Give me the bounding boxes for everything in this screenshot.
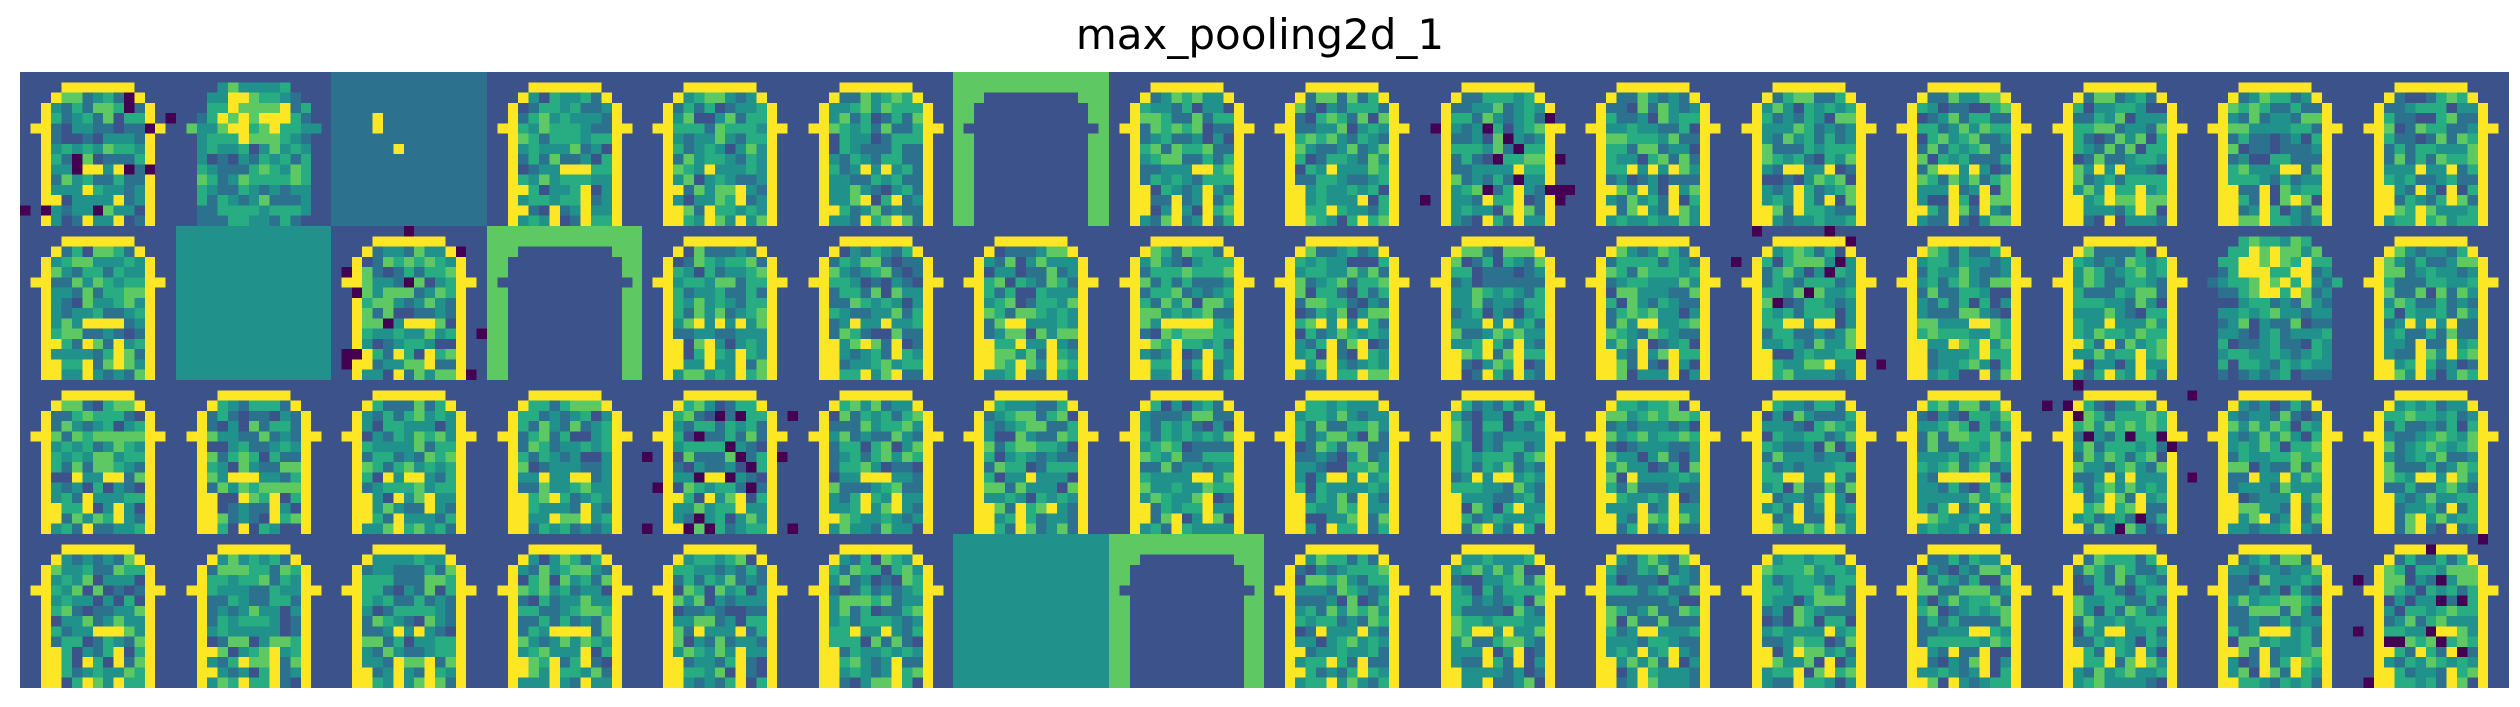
feature-map-tile: [953, 226, 1110, 381]
feature-map-tile: [2352, 72, 2509, 227]
feature-map-tile: [797, 380, 954, 535]
feature-map-tile: [2041, 380, 2198, 535]
feature-map-tile: [486, 72, 643, 227]
feature-map-tile: [331, 534, 488, 689]
feature-map-tile: [20, 380, 177, 535]
feature-map-tile: [1419, 226, 1576, 381]
feature-map-tile: [953, 72, 1110, 227]
feature-map-tile: [1108, 380, 1265, 535]
feature-map-tile: [1264, 380, 1421, 535]
feature-map-tile: [486, 226, 643, 381]
feature-map-tile: [175, 534, 332, 689]
feature-map-tile: [642, 226, 799, 381]
feature-map-tile: [642, 380, 799, 535]
feature-map-tile: [797, 534, 954, 689]
feature-map-grid: [20, 72, 2509, 689]
feature-map-tile: [1419, 380, 1576, 535]
feature-map-tile: [1575, 380, 1732, 535]
chart-title: max_pooling2d_1: [1075, 10, 1445, 59]
feature-map-tile: [1108, 226, 1265, 381]
feature-map-tile: [20, 534, 177, 689]
feature-map-tile: [953, 534, 1110, 689]
feature-map-tile: [331, 380, 488, 535]
feature-map-tile: [331, 72, 488, 227]
feature-map-tile: [797, 72, 954, 227]
feature-map-tile: [1575, 72, 1732, 227]
feature-map-tile: [1730, 226, 1887, 381]
feature-map-tile: [2041, 226, 2198, 381]
feature-map-tile: [2197, 72, 2354, 227]
feature-map-tile: [20, 72, 177, 227]
feature-map-tile: [175, 226, 332, 381]
feature-map-tile: [1108, 534, 1265, 689]
feature-map-tile: [1886, 380, 2043, 535]
feature-map-tile: [2197, 380, 2354, 535]
feature-map-tile: [2352, 226, 2509, 381]
feature-map-tile: [1264, 226, 1421, 381]
feature-map-tile: [331, 226, 488, 381]
feature-map-tile: [486, 380, 643, 535]
feature-map-tile: [1419, 72, 1576, 227]
feature-map-tile: [642, 534, 799, 689]
feature-map-tile: [1108, 72, 1265, 227]
feature-map-tile: [2352, 380, 2509, 535]
feature-map-tile: [642, 72, 799, 227]
feature-map-tile: [1886, 72, 2043, 227]
feature-map-tile: [1575, 534, 1732, 689]
feature-map-tile: [2197, 534, 2354, 689]
feature-map-tile: [1575, 226, 1732, 381]
feature-map-tile: [2041, 534, 2198, 689]
feature-map-tile: [1419, 534, 1576, 689]
feature-map-tile: [1264, 534, 1421, 689]
feature-map-tile: [1730, 72, 1887, 227]
feature-map-tile: [1886, 534, 2043, 689]
feature-map-tile: [2352, 534, 2509, 689]
feature-map-tile: [2041, 72, 2198, 227]
feature-map-tile: [175, 72, 332, 227]
feature-map-tile: [175, 380, 332, 535]
feature-map-tile: [953, 380, 1110, 535]
feature-map-tile: [1730, 534, 1887, 689]
feature-map-tile: [20, 226, 177, 381]
feature-map-tile: [1264, 72, 1421, 227]
feature-map-tile: [797, 226, 954, 381]
feature-map-tile: [1730, 380, 1887, 535]
feature-map-tile: [486, 534, 643, 689]
feature-map-tile: [2197, 226, 2354, 381]
feature-map-tile: [1886, 226, 2043, 381]
